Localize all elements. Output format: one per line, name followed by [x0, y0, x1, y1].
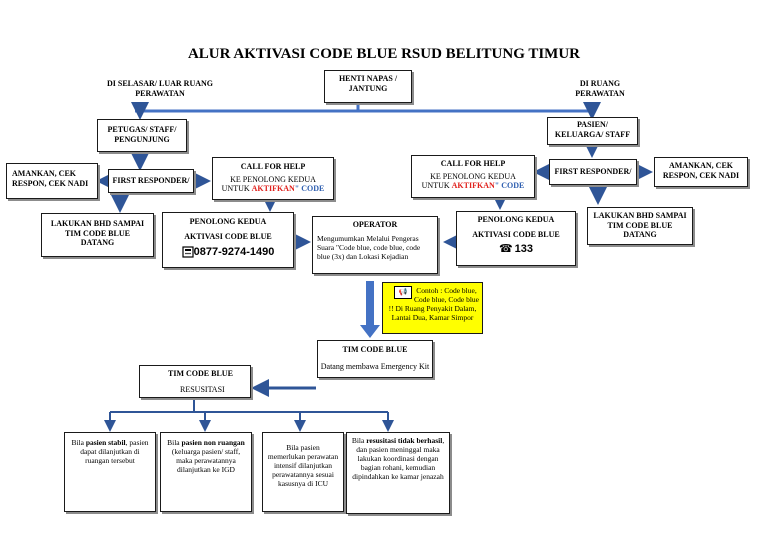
right-phone-row: ☎ 133: [457, 243, 575, 256]
left-call-for-help: CALL FOR HELP KE PENOLONG KEDUA UNTUK AK…: [212, 157, 334, 200]
right-call-code: " CODE: [494, 181, 525, 191]
resusitasi-box: TIM CODE BLUE RESUSITASI: [139, 365, 251, 398]
contoh-text: Contoh : Code blue, Code blue, Code blue…: [388, 286, 479, 322]
right-call-line1: KE PENOLONG KEDUA: [430, 171, 516, 181]
operator-box: OPERATOR Mengumumkan Melalui Pengeras Su…: [312, 216, 438, 274]
right-call-aktifkan: AKTIFKAN: [451, 181, 495, 191]
right-phone-number: 133: [514, 243, 534, 256]
outcome-1-bold: pasien non ruangan: [181, 438, 245, 447]
outcome-3-post: , dan pasien meninggal maka lakukan koor…: [352, 436, 445, 481]
tim-code-blue-box: TIM CODE BLUE Datang membawa Emergency K…: [317, 340, 433, 378]
outcome-1-pre: Bila: [167, 438, 182, 447]
left-call-aktifkan: AKTIFKAN: [251, 184, 295, 194]
outcome-icu: Bila pasien memerlukan perawatan intensi…: [262, 432, 344, 512]
right-call-line2: UNTUK AKTIFKAN" CODE: [412, 181, 534, 191]
petugas-box: PETUGAS/ STAFF/ PENGUNJUNG: [97, 119, 187, 152]
right-first-responder: FIRST RESPONDER/: [549, 159, 637, 185]
outcome-1-post: (keluarga pasien/ staff, maka perawatann…: [171, 447, 241, 474]
left-call-line1: KE PENOLONG KEDUA: [230, 174, 316, 184]
right-bhd-box: LAKUKAN BHD SAMPAI TIM CODE BLUE DATANG: [587, 207, 693, 245]
left-first-responder: FIRST RESPONDER/: [108, 169, 194, 193]
left-penolong-box: PENOLONG KEDUA AKTIVASI CODE BLUE 0877-9…: [162, 212, 294, 268]
phone-icon: [182, 246, 194, 261]
outcome-stabil: Bila pasien stabil, pasien dapat dilanju…: [64, 432, 156, 512]
start-box: HENTI NAPAS / JANTUNG: [324, 70, 412, 103]
right-penolong-box: PENOLONG KEDUA AKTIVASI CODE BLUE ☎ 133: [456, 211, 576, 266]
resusitasi-title: TIM CODE BLUE: [168, 369, 233, 378]
left-amankan-box: AMANKAN, CEK RESPON, CEK NADI: [6, 163, 98, 199]
tim-code-blue-text: Datang membawa Emergency Kit: [320, 361, 430, 371]
resusitasi-text: RESUSITASI: [180, 384, 225, 394]
contoh-note: 📢 Contoh : Code blue, Code blue, Code bl…: [382, 282, 483, 334]
right-amankan-box: AMANKAN, CEK RESPON, CEK NADI: [654, 157, 748, 187]
left-bhd-box: LAKUKAN BHD SAMPAI TIM CODE BLUE DATANG: [41, 213, 154, 257]
left-penolong-title: PENOLONG KEDUA: [189, 217, 267, 226]
megaphone-icon: 📢: [394, 286, 412, 299]
right-penolong-sub: AKTIVASI CODE BLUE: [472, 229, 560, 239]
left-call-line2: UNTUK AKTIFKAN" CODE: [213, 184, 333, 194]
outcome-0-post: , pasien dapat dilanjutkan di ruangan te…: [80, 438, 149, 465]
right-heading: DI RUANG PERAWATAN: [575, 79, 625, 98]
operator-title: OPERATOR: [352, 220, 398, 229]
outcome-tidak-berhasil: Bila resusitasi tidak berhasil, dan pasi…: [346, 432, 450, 514]
outcome-2-text: Bila pasien memerlukan perawatan intensi…: [267, 443, 339, 488]
left-phone-number: 0877-9274-1490: [193, 246, 275, 259]
left-penolong-sub: AKTIVASI CODE BLUE: [184, 231, 272, 241]
operator-text: Mengumumkan Melalui Pengeras Suara "Code…: [317, 233, 421, 261]
left-call-prefix: UNTUK: [221, 184, 252, 194]
right-call-title: CALL FOR HELP: [440, 159, 506, 168]
outcome-3-pre: Bila: [351, 436, 367, 445]
outcome-0-bold: pasien stabil: [85, 438, 126, 447]
pasien-box: PASIEN/ KELUARGA/ STAFF: [547, 117, 638, 145]
right-call-for-help: CALL FOR HELP KE PENOLONG KEDUA UNTUK AK…: [411, 155, 535, 198]
right-penolong-title: PENOLONG KEDUA: [477, 215, 555, 224]
left-phone-row: 0877-9274-1490: [163, 246, 293, 261]
left-heading: DI SELASAR/ LUAR RUANG PERAWATAN: [106, 79, 213, 98]
left-call-code: " CODE: [294, 184, 325, 194]
outcome-3-bold: resusitasi tidak berhasil: [366, 436, 443, 445]
telephone-icon: ☎: [498, 243, 513, 256]
outcome-0-pre: Bila: [71, 438, 86, 447]
left-call-title: CALL FOR HELP: [240, 162, 306, 171]
right-call-prefix: UNTUK: [421, 181, 452, 191]
tim-code-blue-title: TIM CODE BLUE: [342, 345, 408, 354]
page-title: ALUR AKTIVASI CODE BLUE RSUD BELITUNG TI…: [187, 46, 581, 62]
outcome-non-ruangan: Bila pasien non ruangan (keluarga pasien…: [160, 432, 252, 512]
